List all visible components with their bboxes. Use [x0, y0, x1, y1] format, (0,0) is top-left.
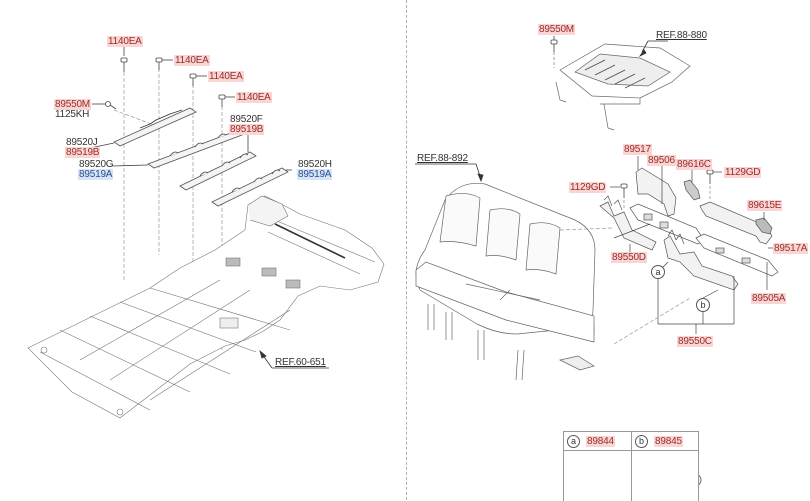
part-label-89519A[interactable]: 89519A [297, 169, 333, 180]
part-label-89517A[interactable]: 89517A [773, 243, 809, 254]
legend-item-a: a 89844 [564, 432, 630, 501]
bolt-icon [706, 169, 714, 184]
screw-icon [105, 101, 117, 110]
seat-back-frame-89517A [699, 201, 773, 245]
part-label-89550D[interactable]: 89550D [611, 252, 647, 263]
part-label-1140EA[interactable]: 1140EA [174, 55, 210, 66]
part-label-1129GD[interactable]: 1129GD [724, 167, 762, 178]
part-label-1140EA[interactable]: 1140EA [107, 36, 143, 47]
seat-panel-89505A [695, 233, 779, 277]
callout-b[interactable]: b [696, 298, 710, 312]
seat-frame [555, 43, 691, 131]
part-label-89519B[interactable]: 89519B [65, 147, 101, 158]
part-label-89506[interactable]: 89506 [647, 155, 676, 166]
legend-table: a 89844 b 89845 [563, 431, 699, 501]
part-label-89615E[interactable]: 89615E [747, 200, 783, 211]
part-label-89519A[interactable]: 89519A [78, 169, 114, 180]
part-label-89520J[interactable]: 89520J [66, 137, 98, 148]
bolt-icon [189, 73, 197, 86]
part-label-1140EA[interactable]: 1140EA [236, 92, 272, 103]
part-label-89505A[interactable]: 89505A [751, 293, 787, 304]
part-label-1125KH[interactable]: 1125KH [55, 109, 90, 120]
part-label-1140EA[interactable]: 1140EA [208, 71, 244, 82]
ref-link-bench[interactable]: REF.88-892 [417, 153, 468, 164]
seat-hinge-89550C [663, 229, 739, 291]
legend-header-divider [564, 450, 698, 451]
seat-bracket-89517 [635, 167, 677, 217]
bolt-icon [120, 57, 128, 72]
part-label-89550M[interactable]: 89550M [538, 24, 575, 35]
bolt-icon [218, 94, 226, 107]
legend-key-a: a [567, 435, 580, 448]
part-label-89616C[interactable]: 89616C [676, 159, 712, 170]
ref-link-seat-frame[interactable]: REF.88-880 [656, 30, 707, 41]
part-label-89520H[interactable]: 89520H [298, 159, 332, 170]
bolt-icon [155, 57, 163, 70]
bench-seat [415, 183, 596, 381]
part-label-89519B[interactable]: 89519B [229, 124, 265, 135]
ref-link-floor[interactable]: REF.60-651 [275, 357, 326, 368]
seat-rail-1 [113, 107, 197, 147]
seat-rail-4 [211, 167, 289, 207]
panel-divider [406, 0, 407, 500]
callout-a[interactable]: a [651, 265, 665, 279]
floor-pan [27, 195, 385, 419]
part-label-89520G[interactable]: 89520G [79, 159, 114, 170]
seat-hinge-left [599, 195, 657, 251]
bolt-icon [620, 183, 628, 198]
seat-rail-3 [179, 151, 257, 191]
part-label-89517[interactable]: 89517 [623, 144, 652, 155]
legend-key-b: b [635, 435, 648, 448]
latch-89616C [683, 179, 701, 201]
part-label-89520F[interactable]: 89520F [230, 114, 263, 125]
part-label-89550C[interactable]: 89550C [677, 336, 713, 347]
bolt-icon [550, 39, 558, 52]
legend-part-89844[interactable]: 89844 [586, 436, 615, 447]
part-label-1129GD[interactable]: 1129GD [569, 182, 607, 193]
legend-part-89845[interactable]: 89845 [654, 436, 683, 447]
part-label-89550M[interactable]: 89550M [54, 99, 91, 110]
legend-item-b: b 89845 [631, 432, 698, 501]
